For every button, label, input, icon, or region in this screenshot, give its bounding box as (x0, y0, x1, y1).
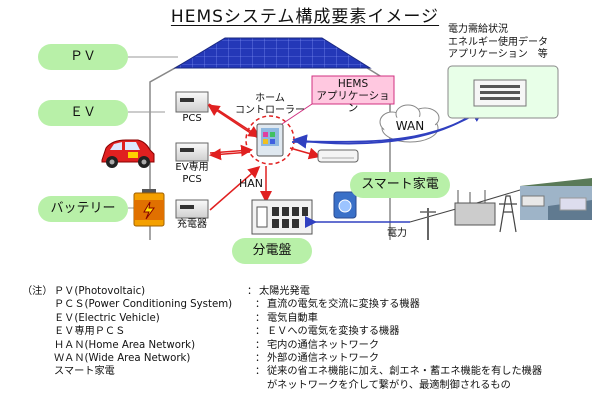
ev-pill: ＥＶ (38, 100, 128, 126)
notes-row-5: ＷＡＮ(Wide Area Network) ： 外部の通信ネットワーク (30, 352, 597, 365)
smart-appliance-pill: スマート家電 (350, 172, 450, 198)
diagram-title: HEMSシステム構成要素イメージ (170, 7, 440, 27)
note-desc: 宅内の通信ネットワーク (267, 339, 380, 351)
power-label: 電力 (387, 228, 407, 239)
battery-pill: バッテリー (38, 196, 128, 222)
note-desc: ＥＶへの電気を変換する機器 (267, 326, 400, 338)
air-conditioner (317, 149, 359, 163)
charger-label: 充電器 (177, 219, 207, 230)
note-desc: 太陽光発電 (259, 286, 310, 297)
data-app-label: 電力需給状況 エネルギー使用データ アプリケーション 等 (448, 24, 578, 62)
battery-icon (133, 189, 165, 227)
note-term: ＷＡＮ(Wide Area Network) (54, 353, 191, 365)
transmission-tower (499, 195, 517, 233)
wan-label: WAN (395, 119, 425, 133)
hems-app-label: HEMS アプリケーション (312, 78, 394, 114)
home-controller-line1: ホーム (255, 93, 285, 104)
note-term: ＥＶ(Electric Vehicle) (54, 312, 160, 324)
note-term: スマート家電 (54, 366, 115, 378)
notes-row-6: スマート家電 ： 従来の省エネ機能に加え、創エネ・蓄エネ機能を有した機器 (30, 365, 597, 378)
note-term: ＰＶ(Photovoltaic) (54, 286, 146, 297)
notes-section: （注） ＰＶ(Photovoltaic) ： 太陽光発電 ＰＣＳ(Power C… (22, 285, 597, 392)
note-term: ＨＡＮ(Home Area Network) (54, 339, 196, 351)
ev-pcs-label-line2: PCS (182, 174, 202, 185)
hems-app-box (311, 75, 395, 105)
note-desc: 電気自動車 (267, 312, 318, 324)
home-controller-label: ホーム コントローラー (230, 93, 310, 117)
hems-app-line2: アプリケーション (316, 90, 390, 114)
power-plant (520, 178, 592, 220)
note-desc: 従来の省エネ機能に加え、創エネ・蓄エネ機能を有した機器 (267, 366, 543, 378)
hems-app-line1: HEMS (337, 78, 369, 90)
note-desc: 直流の電気を交流に変換する機器 (267, 299, 420, 311)
ev-pcs-label: EV専用 PCS (166, 162, 218, 186)
notes-heading: （注） (22, 286, 53, 297)
pcs-label: PCS (182, 113, 202, 124)
data-app-line2: エネルギー使用データ (448, 36, 548, 48)
ev-pcs-label-line1: EV専用 (175, 162, 209, 173)
notes-row-7: がネットワークを介して繋がり、最適制御されるもの (30, 379, 597, 392)
notes-row-3: ＥＶ専用ＰＣＳ ： ＥＶへの電気を変換する機器 (30, 325, 597, 338)
note-term (54, 379, 255, 392)
notes-row-2: ＥＶ(Electric Vehicle) ： 電気自動車 (30, 312, 597, 325)
substation (454, 190, 496, 226)
data-app-line1: 電力需給状況 (448, 24, 508, 35)
note-term: ＥＶ専用ＰＣＳ (54, 326, 126, 338)
ev-car-icon (101, 139, 155, 168)
diagram-canvas (128, 37, 592, 240)
note-desc: 外部の通信ネットワーク (267, 353, 380, 365)
data-app-line3: アプリケーション 等 (448, 49, 548, 60)
distribution-board-pill: 分電盤 (232, 238, 312, 264)
notes-row-4: ＨＡＮ(Home Area Network) ： 宅内の通信ネットワーク (30, 339, 597, 352)
solar-panel (173, 37, 372, 69)
han-label: HAN (238, 177, 264, 190)
note-term: ＰＣＳ(Power Conditioning System) (54, 299, 233, 311)
notes-row-0: （注） ＰＶ(Photovoltaic) ： 太陽光発電 (22, 285, 597, 298)
note-desc: がネットワークを介して繋がり、最適制御されるもの (267, 379, 511, 391)
pv-pill: ＰＶ (38, 44, 128, 70)
home-controller-line2: コントローラー (235, 105, 305, 116)
notes-row-1: ＰＣＳ(Power Conditioning System) ： 直流の電気を交… (30, 298, 597, 311)
